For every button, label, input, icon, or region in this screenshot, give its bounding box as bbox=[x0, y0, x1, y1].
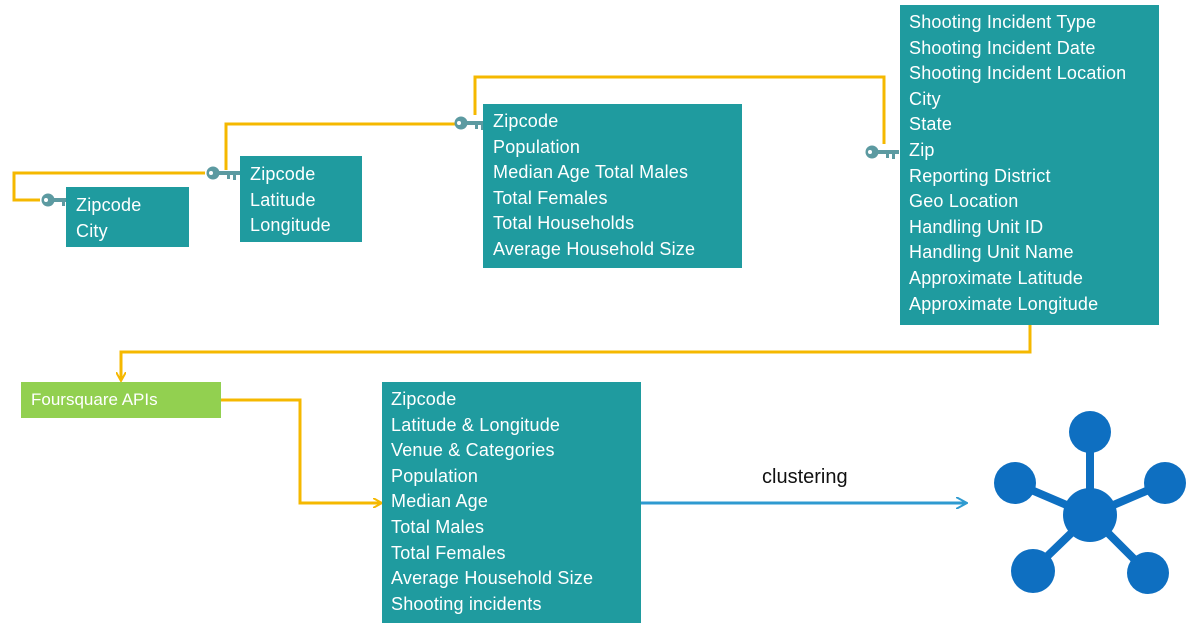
field: Zipcode bbox=[250, 164, 316, 184]
field: Shooting Incident Type bbox=[909, 12, 1097, 32]
connector-incidents-foursquare bbox=[121, 325, 1032, 380]
key-icon bbox=[206, 166, 240, 180]
field: Geo Location bbox=[909, 191, 1019, 212]
field: Zipcode bbox=[76, 195, 142, 215]
field: Latitude bbox=[250, 189, 316, 210]
key-icon bbox=[454, 116, 488, 130]
field: Latitude & Longitude bbox=[391, 414, 561, 435]
demographics-table: Zipcode Population Median Age Total Male… bbox=[483, 104, 742, 268]
geo-table: Zipcode Latitude Longitude bbox=[240, 156, 362, 242]
field: Total Males bbox=[391, 516, 485, 537]
field: Median Age bbox=[391, 491, 489, 512]
field: Handling Unit Name bbox=[909, 242, 1074, 263]
city-table: Zipcode City bbox=[66, 187, 189, 247]
field: Median Age Total Males bbox=[493, 162, 689, 183]
field: Handling Unit ID bbox=[909, 216, 1044, 237]
field: Zip bbox=[909, 139, 935, 160]
foursquare-api-box: Foursquare APIs bbox=[21, 382, 221, 418]
incidents-table: Shooting Incident Type Shooting Incident… bbox=[900, 5, 1159, 325]
field: Population bbox=[391, 465, 479, 486]
field: Shooting incidents bbox=[391, 593, 542, 614]
combined-table: Zipcode Latitude & Longitude Venue & Cat… bbox=[382, 382, 641, 623]
field: Zipcode bbox=[493, 111, 559, 131]
field: Reporting District bbox=[909, 165, 1051, 186]
field: Approximate Latitude bbox=[909, 267, 1084, 288]
field: Venue & Categories bbox=[391, 440, 555, 461]
network-cluster-icon bbox=[994, 411, 1186, 594]
foursquare-label: Foursquare APIs bbox=[31, 390, 158, 409]
field: Shooting Incident Date bbox=[909, 37, 1096, 58]
field: Shooting Incident Location bbox=[909, 63, 1127, 84]
field: State bbox=[909, 114, 953, 135]
field: Approximate Longitude bbox=[909, 293, 1099, 314]
connector-foursquare-combined bbox=[221, 398, 381, 503]
field: Zipcode bbox=[391, 389, 457, 409]
field: Total Females bbox=[493, 187, 608, 208]
field: Population bbox=[493, 136, 581, 157]
field: Total Females bbox=[391, 542, 506, 563]
field: Total Households bbox=[493, 213, 635, 234]
clustering-label: clustering bbox=[762, 466, 848, 488]
field: Average Household Size bbox=[493, 238, 696, 259]
field: Longitude bbox=[250, 215, 331, 236]
field: City bbox=[76, 220, 108, 241]
key-icon bbox=[865, 145, 899, 159]
field: City bbox=[909, 88, 941, 109]
field: Average Household Size bbox=[391, 568, 594, 589]
